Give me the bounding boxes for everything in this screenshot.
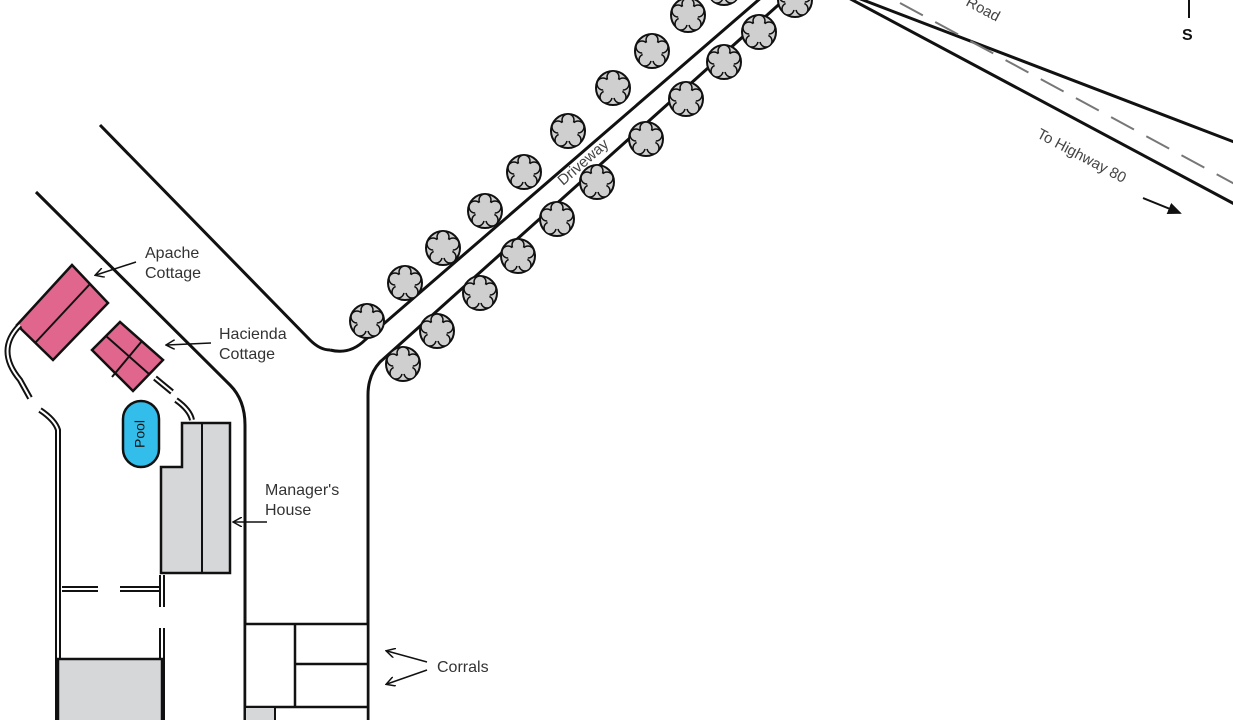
corrals (243, 622, 370, 720)
tree-icon (506, 154, 542, 190)
tree-icon (628, 121, 664, 157)
compass-south-label: S (1182, 27, 1193, 44)
tree-icon (539, 201, 575, 237)
tree-icon (387, 265, 423, 301)
to-highway-label: To Highway 80 (1034, 126, 1129, 187)
tree-icon (349, 303, 385, 339)
hacienda-arrow-icon (167, 343, 212, 345)
tree-icon (595, 70, 631, 106)
lower-building (56, 657, 164, 720)
tree-icon (579, 164, 615, 200)
hacienda-cottage (90, 320, 165, 393)
tree-icon (385, 346, 421, 382)
compass: S (1182, 0, 1193, 44)
corrals-arrow-icon-upper (387, 651, 428, 663)
manager-label-line1: Manager's (265, 482, 339, 499)
tree-icon (419, 313, 455, 349)
apache-cottage (15, 263, 110, 362)
apache-arrow-icon (96, 261, 137, 275)
tree-icon (706, 0, 742, 6)
tree-icon (741, 14, 777, 50)
highway-arrow-icon (1142, 197, 1182, 215)
tree-icon (467, 193, 503, 229)
side-road (34, 123, 331, 720)
main-road (849, 0, 1233, 205)
tree-icon (777, 0, 813, 18)
tree-icon (668, 81, 704, 117)
tree-icon (670, 0, 706, 33)
apache-label-line2: Cottage (145, 265, 201, 282)
pool-label: Pool (132, 420, 148, 448)
road-label: Road (963, 0, 1003, 25)
corrals-label: Corrals (437, 659, 489, 676)
tree-icon (462, 275, 498, 311)
tree-icon (634, 33, 670, 69)
tree-icon (500, 238, 536, 274)
managers-house (159, 421, 232, 575)
apache-label-line1: Apache (145, 245, 199, 262)
tree-icon (425, 230, 461, 266)
tree-icon (550, 113, 586, 149)
driveway (329, 0, 787, 720)
manager-label-line2: House (265, 502, 311, 519)
hacienda-label-line1: Hacienda (219, 326, 287, 343)
hacienda-label-line2: Cottage (219, 346, 275, 363)
tree-row-lower (385, 0, 813, 382)
pool (121, 399, 161, 469)
corrals-arrow-icon-lower (387, 669, 428, 684)
tree-row-upper (349, 0, 742, 339)
tree-icon (706, 44, 742, 80)
